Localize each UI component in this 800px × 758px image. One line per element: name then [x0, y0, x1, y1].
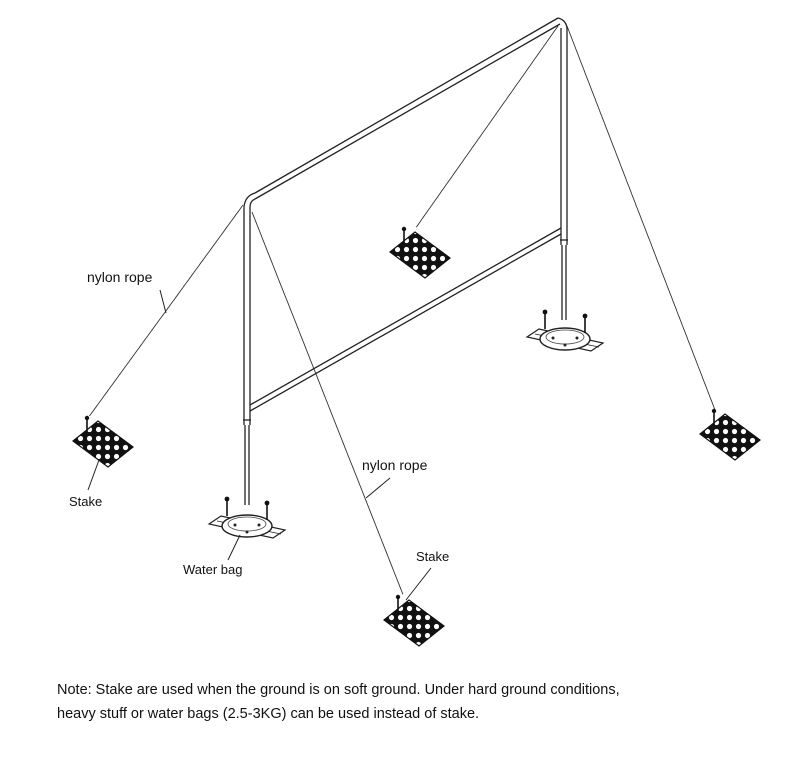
label-stake-left: Stake [69, 494, 103, 509]
label-nylon-rope-center: nylon rope [362, 457, 428, 473]
rope-right-back [415, 25, 559, 228]
label-nylon-rope-left: nylon rope [87, 269, 153, 285]
stake-mat-right [699, 407, 761, 461]
label-stake-bottom: Stake [416, 549, 450, 564]
stake-mat-left [72, 414, 134, 468]
water-bag-base-left [208, 495, 286, 539]
water-bag-base-right [526, 308, 604, 352]
rope-left-front [251, 211, 404, 595]
label-water-bag: Water bag [183, 562, 243, 577]
stake-mat-bottom [383, 593, 445, 647]
note-text: Note: Stake are used when the ground is … [57, 678, 757, 726]
leader-lines [87, 289, 432, 601]
rope-left-outer [89, 204, 244, 417]
stake-mat-center [389, 226, 451, 279]
guy-ropes [89, 25, 716, 595]
goal-frame [243, 17, 568, 505]
rope-right-outer [566, 25, 716, 410]
note-line-1: Note: Stake are used when the ground is … [57, 682, 620, 698]
note-line-2: heavy stuff or water bags (2.5-3KG) can … [57, 706, 480, 722]
